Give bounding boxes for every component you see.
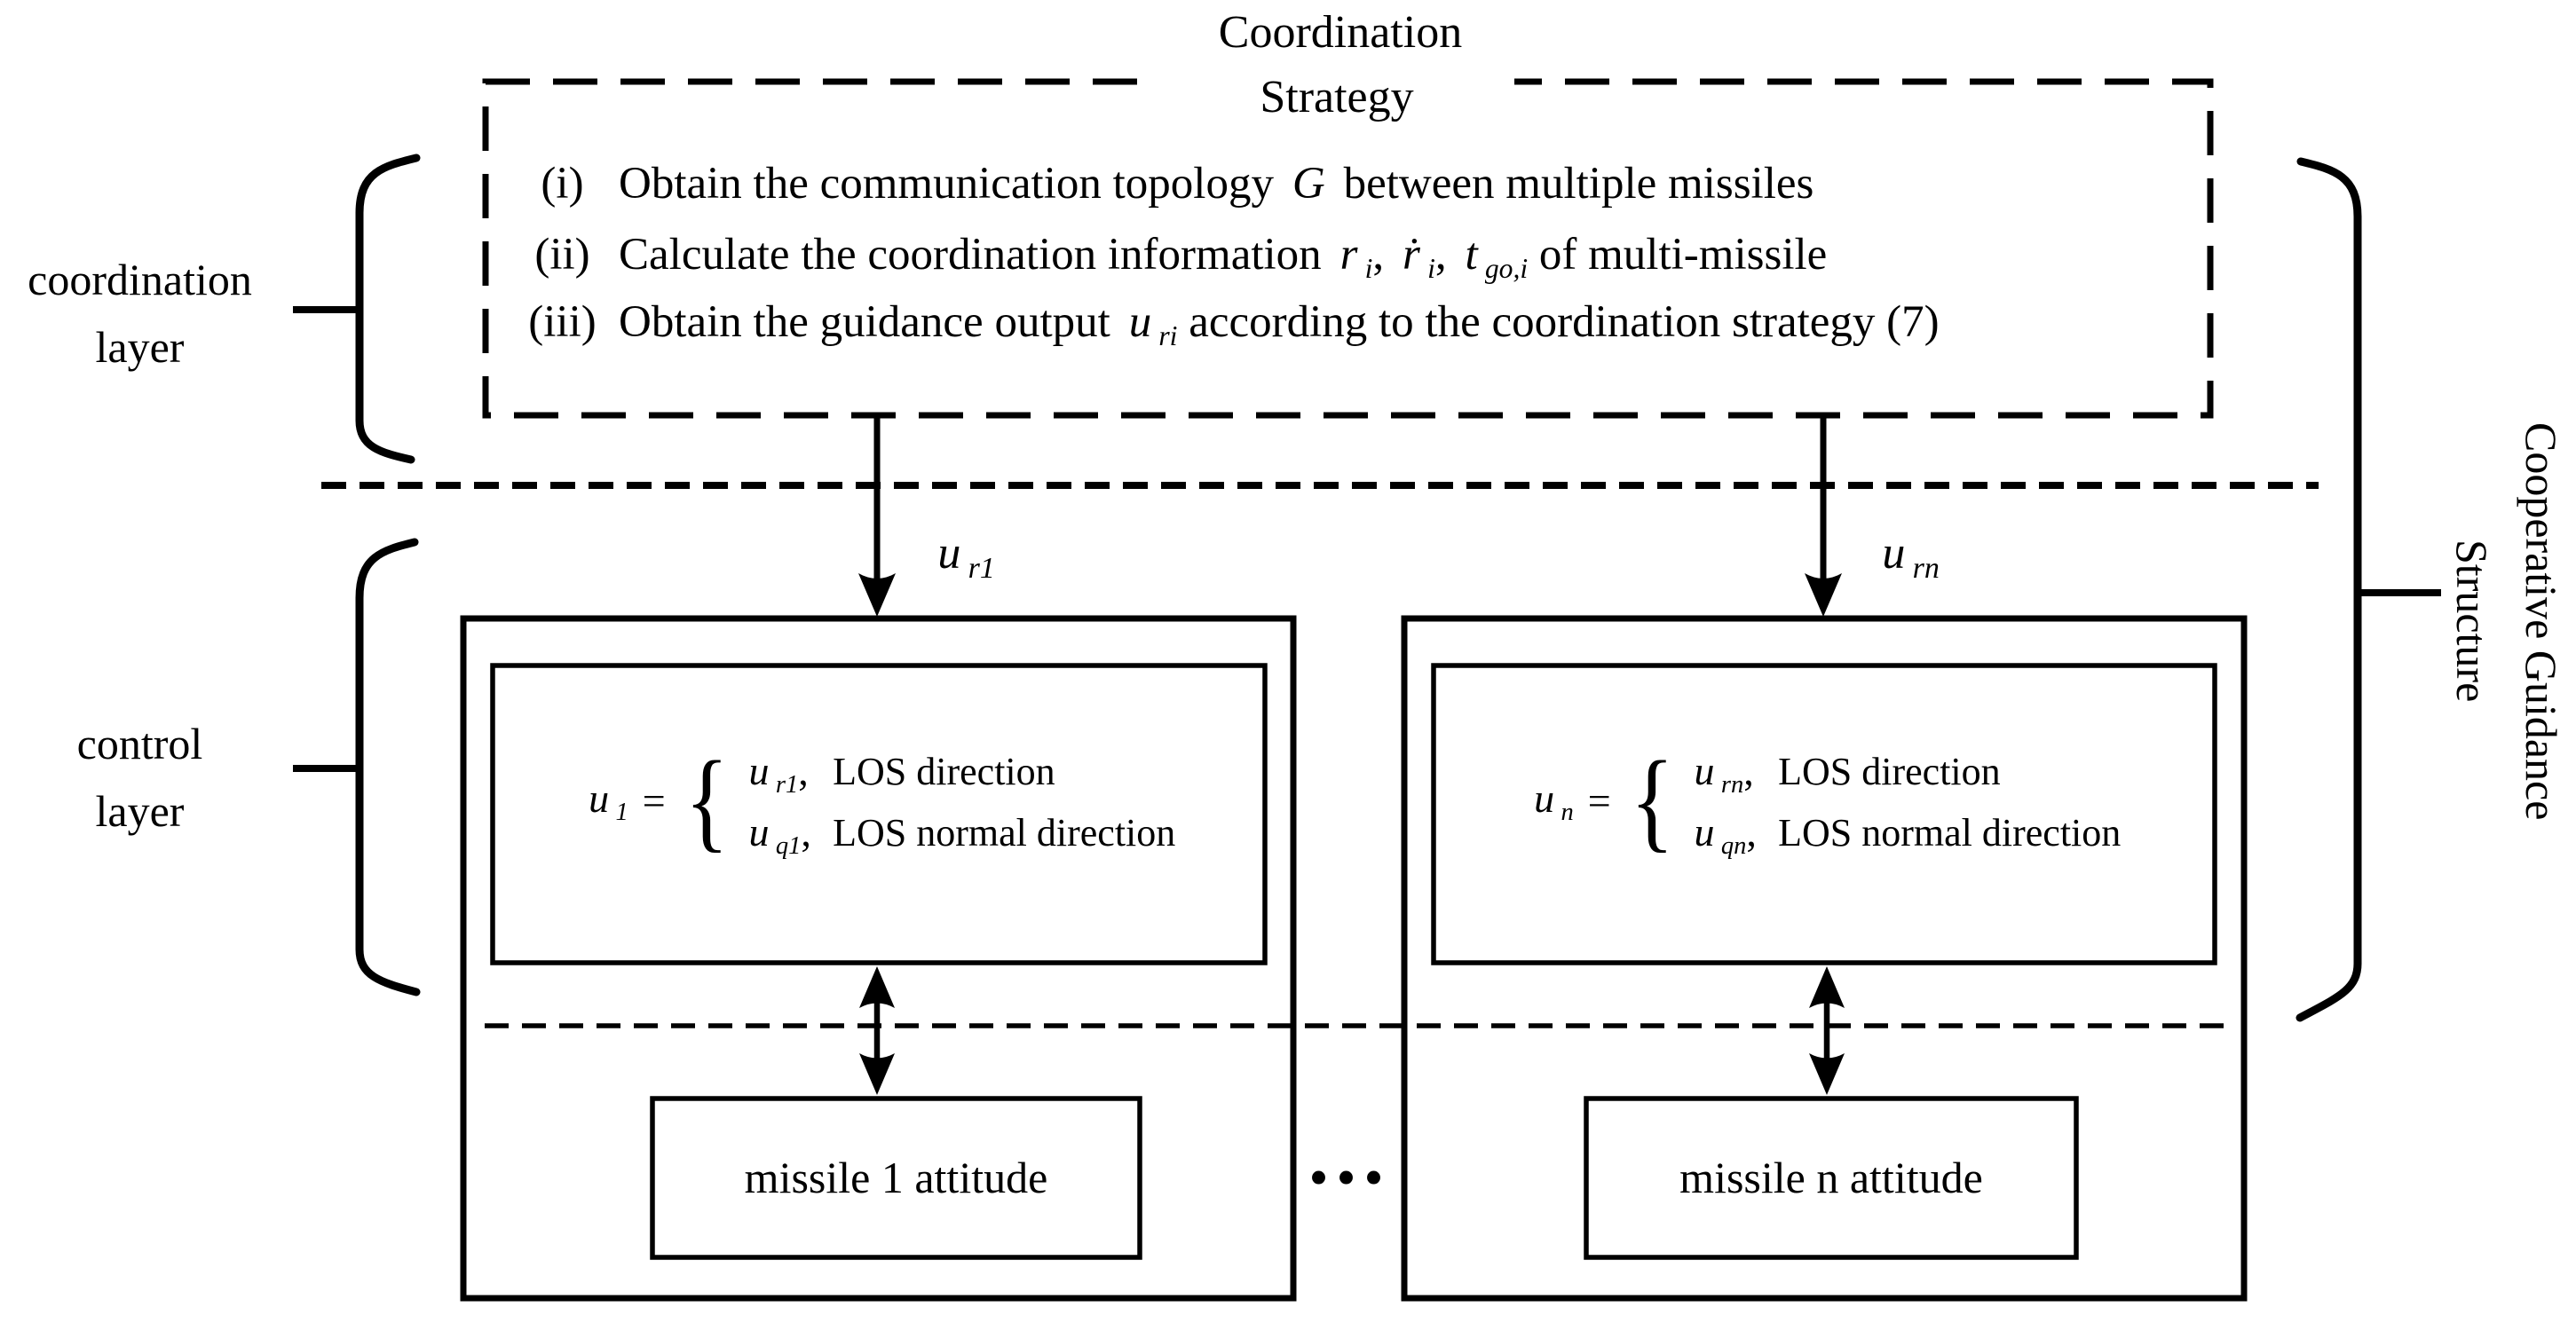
- missile-1-control-box: [490, 663, 1268, 965]
- cases-brace: {: [684, 738, 729, 862]
- strategy-item-1: (i) Obtain the communication topology G b…: [506, 158, 1813, 209]
- item-text: Obtain the guidance output: [619, 297, 1122, 347]
- control-layer-brace: [355, 538, 421, 996]
- double-arrow-missile-n: [1809, 966, 1845, 1095]
- missile-1-attitude-label: missile 1 attitude: [744, 1153, 1048, 1202]
- missile-n-outer-box: [1401, 615, 2248, 1302]
- coordination-layer-brace: [355, 154, 421, 464]
- item-text: ,: [1372, 230, 1395, 280]
- double-arrow-missile-1: [859, 966, 895, 1095]
- strategy-item-2: (ii) Calculate the coordination informati…: [506, 229, 1827, 295]
- figure-title-line2: Strategy: [1159, 71, 1514, 124]
- math-var-G: G: [1292, 159, 1325, 209]
- cases-brace: {: [1630, 738, 1674, 862]
- missile-n-attitude-label: missile n attitude: [1679, 1153, 1983, 1202]
- control-layer-label: control layer: [76, 719, 203, 836]
- arrowhead-down-icon: [858, 573, 896, 617]
- down-arrow-to-missile-n: [1805, 415, 1842, 617]
- cooperative-guidance-structure-label: Cooperative Guidance Structure: [2447, 421, 2566, 821]
- missile-1-outer-box: [460, 615, 1297, 1302]
- missile-n-control-box: [1431, 663, 2217, 965]
- equals-sign: =: [642, 778, 666, 823]
- down-arrow-to-missile-1: [858, 415, 896, 617]
- missile-1-attitude-box: [650, 1096, 1142, 1260]
- item-number: (i): [541, 159, 584, 209]
- arrowhead-down-icon: [1805, 573, 1842, 617]
- arrowhead-down-icon: [859, 1053, 895, 1095]
- item-number: (ii): [534, 230, 590, 280]
- arrowhead-down-icon: [1809, 1053, 1845, 1095]
- arrowhead-up-icon: [859, 966, 895, 1008]
- arrowhead-up-icon: [1809, 966, 1845, 1008]
- item-text: of multi-missile: [1528, 230, 1828, 280]
- ellipsis-dots: ...: [1308, 1110, 1391, 1201]
- item-number: (iii): [528, 297, 597, 347]
- item-text: ,: [1434, 230, 1458, 280]
- equals-sign: =: [1587, 778, 1611, 823]
- item-text: according to the coordination strategy (…: [1177, 297, 1940, 347]
- item-text: Obtain the communication topology: [619, 159, 1285, 209]
- strategy-dashed-box: [482, 78, 2214, 419]
- item-text: Calculate the coordination information: [619, 230, 1333, 280]
- cooperative-guidance-brace: [2295, 157, 2362, 1022]
- coordination-layer-label: coordination layer: [28, 255, 252, 372]
- missile-n-attitude-box: [1584, 1096, 2079, 1260]
- figure-title-line1: Coordination: [1218, 7, 1463, 58]
- item-text: between multiple missiles: [1331, 159, 1814, 209]
